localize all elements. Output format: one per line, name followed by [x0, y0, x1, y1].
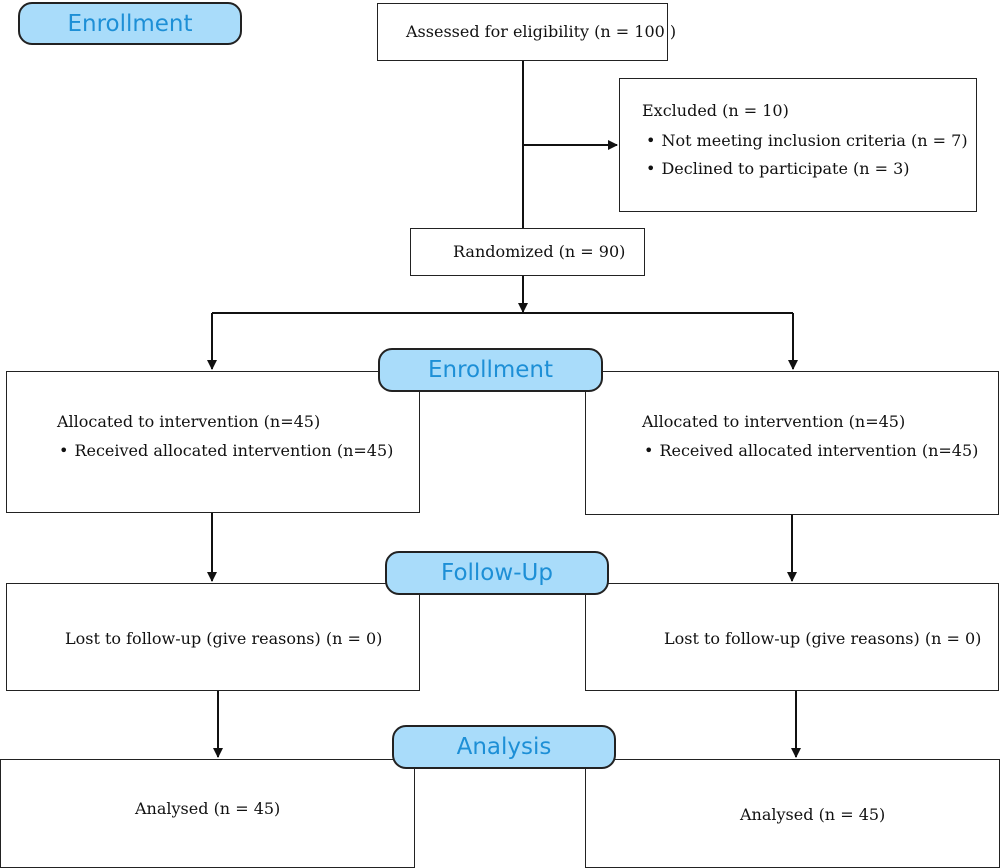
stage-label-enrollment-top: Enrollment	[18, 2, 242, 45]
followup-box-right: Lost to follow-up (give reasons) (n = 0)	[585, 583, 999, 691]
excluded-box: Excluded (n = 10) Not meeting inclusion …	[619, 78, 977, 212]
allocation-box-left: Allocated to intervention (n=45) Receive…	[6, 371, 420, 513]
excluded-item: Not meeting inclusion criteria (n = 7)	[646, 131, 967, 151]
stage-label-analysis: Analysis	[392, 725, 616, 769]
followup-right-text: Lost to follow-up (give reasons) (n = 0)	[664, 629, 982, 648]
randomized-box: Randomized (n = 90)	[410, 228, 645, 276]
allocation-left-item: Received allocated intervention (n=45)	[59, 441, 393, 461]
stage-label-follow-up: Follow-Up	[385, 551, 609, 595]
allocation-left-title: Allocated to intervention (n=45)	[57, 412, 321, 431]
stage-label-enrollment-mid: Enrollment	[378, 348, 603, 392]
randomized-text: Randomized (n = 90)	[453, 242, 626, 261]
allocation-right-item: Received allocated intervention (n=45)	[644, 441, 978, 461]
analysis-box-right: Analysed (n = 45)	[585, 759, 1000, 868]
assessed-box: Assessed for eligibility (n = 100 )	[377, 3, 676, 61]
excluded-title: Excluded (n = 10)	[642, 101, 789, 120]
assessed-text: Assessed for eligibility (n = 100 )	[406, 22, 677, 41]
allocation-box-right: Allocated to intervention (n=45) Receive…	[585, 371, 999, 515]
allocation-right-title: Allocated to intervention (n=45)	[642, 412, 906, 431]
excluded-item: Declined to participate (n = 3)	[646, 159, 909, 179]
followup-left-text: Lost to follow-up (give reasons) (n = 0)	[65, 629, 383, 648]
analysis-left-text: Analysed (n = 45)	[135, 799, 281, 818]
followup-box-left: Lost to follow-up (give reasons) (n = 0)	[6, 583, 420, 691]
analysis-right-text: Analysed (n = 45)	[740, 805, 886, 824]
analysis-box-left: Analysed (n = 45)	[0, 759, 415, 868]
